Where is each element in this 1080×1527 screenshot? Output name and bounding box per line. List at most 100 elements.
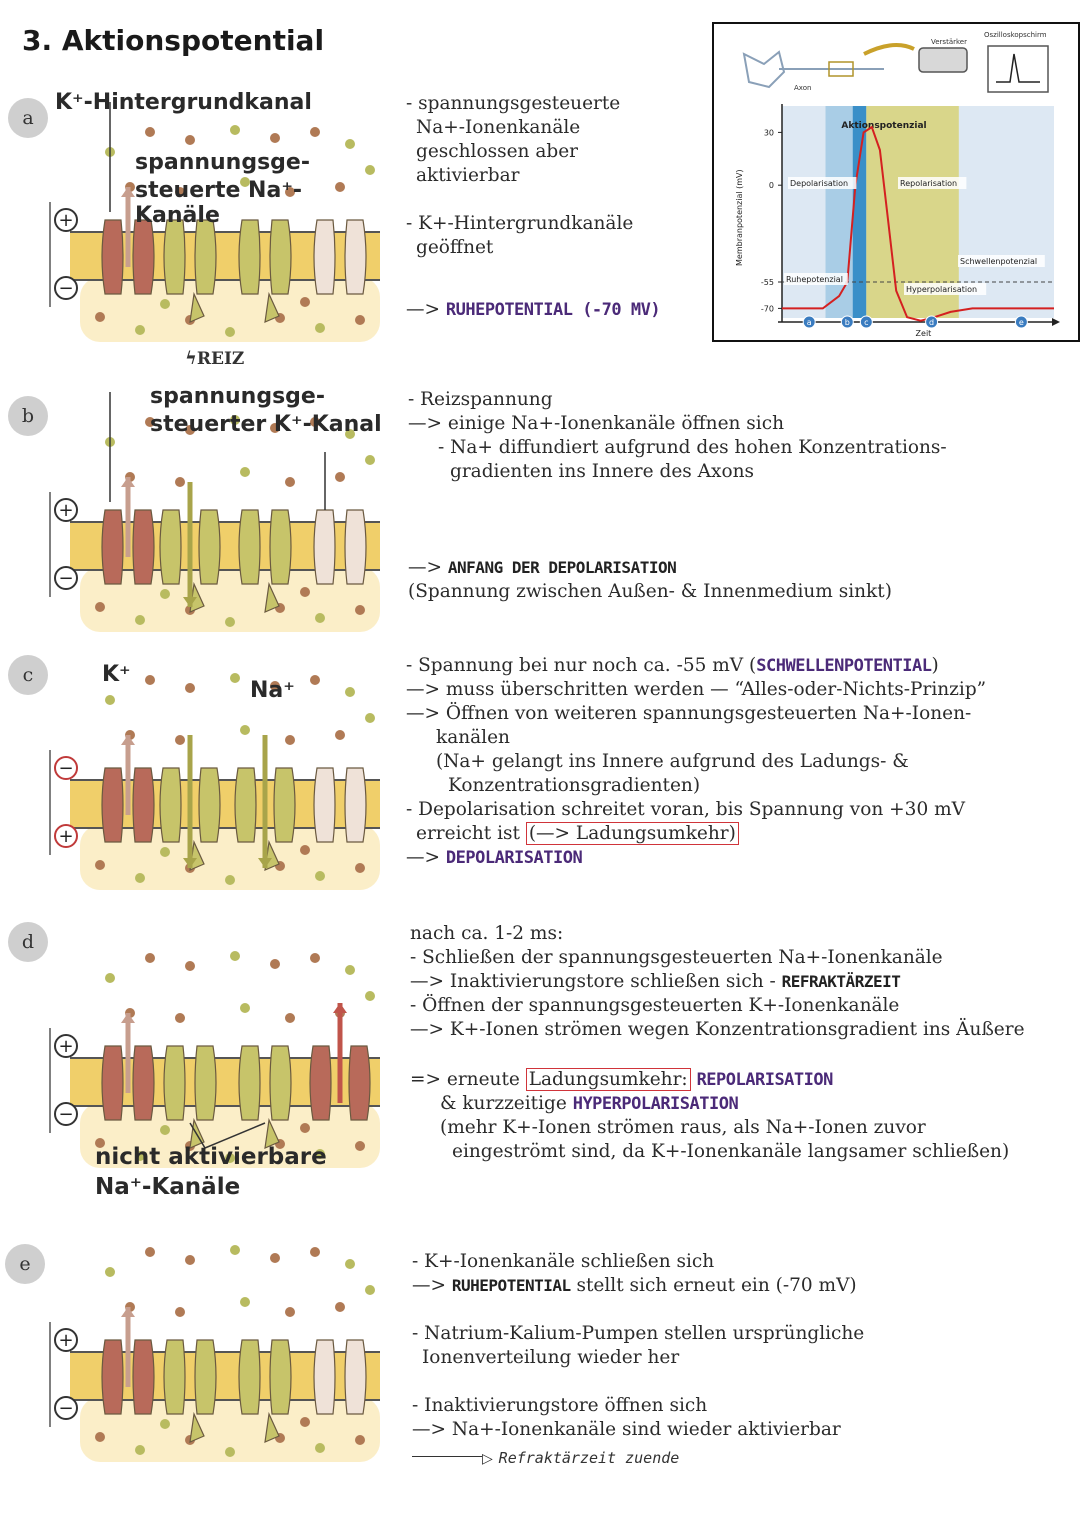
text-line: nach ca. 1-2 ms: [410, 923, 564, 944]
inactivation-gate [189, 1411, 205, 1443]
channel-subunit [159, 509, 182, 585]
membrane-diagram-e: +− [40, 1212, 385, 1462]
ion-particle [230, 673, 240, 683]
ion-particle [310, 127, 320, 137]
inactivation-gate [189, 291, 205, 323]
channel-subunit [101, 509, 124, 585]
step-marker-a: a [8, 98, 48, 138]
label-na-ion: Na⁺ [250, 678, 295, 703]
charge-sign: − [58, 568, 73, 589]
lightning-icon: ϟ [185, 348, 197, 369]
text-line: gradienten ins Innere des Axons [450, 461, 754, 482]
ion-particle [315, 613, 325, 623]
ion-particle [225, 1447, 235, 1457]
keyword-ruhepotential: RUHEPOTENTIAL (-70 MV) [445, 300, 661, 320]
ion-particle [145, 953, 155, 963]
text-line: kanälen [436, 727, 510, 748]
phase-marker [1014, 315, 1028, 329]
ion-particle [270, 423, 280, 433]
depolarisation-label: Depolarisation [790, 179, 848, 188]
amplifier-label: Verstärker [931, 38, 967, 46]
ion-particle [365, 713, 375, 723]
text-line: - Natrium-Kalium-Pumpen stellen ursprüng… [412, 1323, 865, 1344]
ion-particle [285, 477, 295, 487]
chart-title: Aktionspotenzial [841, 121, 926, 131]
y-axis-label: Membranpotenzial (mV) [735, 169, 744, 266]
ion-particle [345, 965, 355, 975]
arrow-text: —> [406, 299, 441, 320]
charge-marker [54, 1396, 78, 1420]
electrode-box [828, 61, 854, 77]
membrane-diagram-a: +− K⁺-Hintergrundkanal spannungsge- steu… [40, 90, 385, 342]
channel-subunit [273, 767, 296, 843]
ion-particle [345, 139, 355, 149]
text-line: Konzentrationsgradienten) [448, 775, 701, 796]
channel-subunit [198, 767, 221, 843]
keyword-refraktaerzeit: REFRAKTÄRZEIT [781, 972, 901, 991]
ion-particle [240, 1003, 250, 1013]
ion-particle [335, 730, 345, 740]
arrow-head-icon: ▷ [482, 1451, 493, 1467]
flow-arrow-head [333, 1003, 347, 1013]
channel-subunit [348, 1045, 371, 1121]
intracellular-space [80, 277, 380, 342]
text-block-b: - Reizspannung —> einige Na+-Ionenkanäle… [408, 388, 947, 604]
ion-particle [175, 1013, 185, 1023]
ion-particle [175, 1307, 185, 1317]
amplifier-box [918, 47, 968, 73]
text-line: - Reizspannung [408, 389, 553, 410]
ion-particle [240, 725, 250, 735]
text-line: - Inaktivierungstore öffnen sich [412, 1395, 708, 1416]
membrane-diagram-b: +− spannungsge- steuerter K⁺-Kanal [40, 382, 385, 632]
ion-particle [270, 133, 280, 143]
keyword-hyperpolarisation: HYPERPOLARISATION [572, 1094, 739, 1114]
ion-particle [185, 135, 195, 145]
flow-arrow-head [121, 735, 135, 745]
ion-particle [160, 1125, 170, 1135]
phase-marker [840, 315, 854, 329]
ion-particle [345, 687, 355, 697]
ion-particle [355, 1141, 365, 1151]
ion-particle [105, 695, 115, 705]
charge-sign: + [58, 500, 73, 521]
label-bg [958, 255, 1045, 267]
channel-subunit [101, 1045, 124, 1121]
charge-sign: − [58, 758, 73, 779]
ion-particle [135, 1445, 145, 1455]
phase-marker-label: b [845, 318, 850, 327]
phase-band [825, 106, 853, 318]
ion-particle [365, 991, 375, 1001]
page-title: 3. Aktionspotential [22, 24, 325, 57]
ion-particle [365, 455, 375, 465]
ion-particle [185, 1255, 195, 1265]
charge-marker [54, 498, 78, 522]
flow-arrow-head [258, 858, 272, 868]
step-marker-c: c [8, 655, 48, 695]
channel-subunit [238, 219, 261, 295]
neuron-icon [742, 50, 786, 89]
step-marker-b: b [8, 396, 48, 436]
threshold-label: Schwellenpotenzial [960, 257, 1037, 266]
text-line: —> einige Na+-Ionenkanäle öffnen sich [408, 413, 784, 434]
flow-arrow-head [121, 477, 135, 487]
keyword-repolarisation: REPOLARISATION [696, 1070, 834, 1090]
ion-particle [175, 187, 185, 197]
phase-band [866, 106, 959, 318]
ion-particle [135, 1151, 145, 1161]
ion-particle [300, 297, 310, 307]
membrane-diagram-c: −+ K⁺ Na⁺ [40, 640, 385, 890]
oscilloscope-trace [996, 53, 1040, 83]
ion-particle [145, 675, 155, 685]
ion-particle [160, 589, 170, 599]
ion-particle [160, 847, 170, 857]
ion-particle [230, 951, 240, 961]
membrane-diagram-d: +− nicht aktivierbare Na⁺-Kanäle [40, 918, 385, 1213]
phase-marker-label: d [929, 318, 934, 327]
ion-particle [285, 735, 295, 745]
membrane-illustration-a: +− [49, 102, 380, 342]
ion-particle [95, 1432, 105, 1442]
phase-band [852, 106, 867, 318]
stimulus-text: REIZ [196, 349, 245, 369]
ion-particle [365, 165, 375, 175]
charge-marker [54, 1102, 78, 1126]
